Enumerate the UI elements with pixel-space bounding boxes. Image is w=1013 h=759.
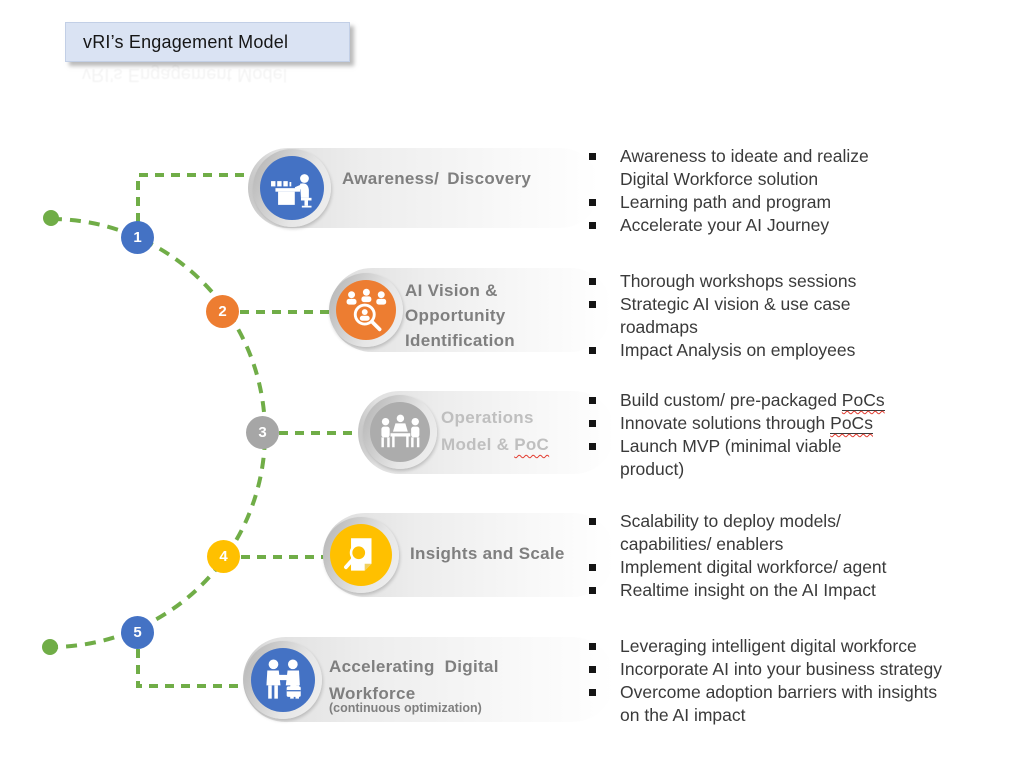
step-1-icon-ring bbox=[253, 149, 331, 227]
bullet-item: Scalability to deploy models/ capabiliti… bbox=[586, 510, 998, 556]
bullet-item: Thorough workshops sessions bbox=[586, 270, 998, 293]
bullet-item: Incorporate AI into your business strate… bbox=[586, 658, 998, 681]
step-4-icon-ring bbox=[323, 517, 399, 593]
step-3-icon-ring bbox=[363, 395, 437, 469]
bullet-item: Build custom/ pre-packaged PoCs bbox=[586, 389, 998, 412]
bullet-item: Leveraging intelligent digital workforce bbox=[586, 635, 998, 658]
step-5-badge: 5 bbox=[121, 616, 154, 649]
bullet-item: Innovate solutions through PoCs bbox=[586, 412, 998, 435]
arc-end-dot bbox=[42, 639, 58, 655]
document-search-icon bbox=[330, 524, 392, 586]
step-2-bullets: Thorough workshops sessions Strategic AI… bbox=[586, 270, 998, 362]
step-4-badge: 4 bbox=[207, 540, 240, 573]
bullet-item: Awareness to ideate and realize Digital … bbox=[586, 145, 998, 191]
bullet-item: Learning path and program bbox=[586, 191, 998, 214]
step-2-badge: 2 bbox=[206, 295, 239, 328]
step-1-title: Awareness/ Discovery bbox=[342, 169, 532, 188]
timeline-arc bbox=[50, 217, 267, 649]
bullet-item: Realtime insight on the AI Impact bbox=[586, 579, 998, 602]
bullet-item: Impact Analysis on employees bbox=[586, 339, 998, 362]
step-5-number: 5 bbox=[133, 624, 142, 641]
bullet-item: Launch MVP (minimal viable product) bbox=[586, 435, 998, 481]
step-2-title: AI Vision & Opportunity Identification bbox=[405, 281, 515, 350]
slide-title: vRI’s Engagement Model bbox=[83, 31, 289, 52]
person-at-desk-icon bbox=[260, 156, 324, 220]
step-3-title: Operations Model & PoC bbox=[441, 408, 550, 454]
bullet-item: Accelerate your AI Journey bbox=[586, 214, 998, 237]
step-5-bullets: Leveraging intelligent digital workforce… bbox=[586, 635, 998, 727]
step-4-number: 4 bbox=[219, 548, 228, 565]
step-1-number: 1 bbox=[133, 229, 142, 246]
step-3-number: 3 bbox=[258, 424, 267, 441]
step-5-title: Accelerating Digital Workforce bbox=[329, 657, 499, 703]
step-2-icon-ring bbox=[329, 273, 403, 347]
connector-step5 bbox=[136, 633, 252, 688]
step-5-subtitle: (continuous optimization) bbox=[329, 701, 482, 715]
step-4-title: Insights and Scale bbox=[410, 544, 565, 563]
connector-step1 bbox=[136, 173, 272, 238]
step-2-number: 2 bbox=[218, 303, 227, 320]
step-5-icon-ring bbox=[244, 641, 322, 719]
bullet-item: Strategic AI vision & use case roadmaps bbox=[586, 293, 998, 339]
bullet-item: Implement digital workforce/ agent bbox=[586, 556, 998, 579]
step-1-bullets: Awareness to ideate and realize Digital … bbox=[586, 145, 998, 237]
bullet-item: Overcome adoption barriers with insights… bbox=[586, 681, 998, 727]
step-3-badge: 3 bbox=[246, 416, 279, 449]
step-3-bullets: Build custom/ pre-packaged PoCs Innovate… bbox=[586, 389, 998, 481]
step-1-badge: 1 bbox=[121, 221, 154, 254]
team-opportunity-search-icon bbox=[336, 280, 396, 340]
step-4-bullets: Scalability to deploy models/ capabiliti… bbox=[586, 510, 998, 602]
arc-start-dot bbox=[43, 210, 59, 226]
meeting-icon bbox=[370, 402, 430, 462]
slide-title-box: vRI’s Engagement Model bbox=[65, 22, 350, 62]
handshake-icon bbox=[251, 648, 315, 712]
